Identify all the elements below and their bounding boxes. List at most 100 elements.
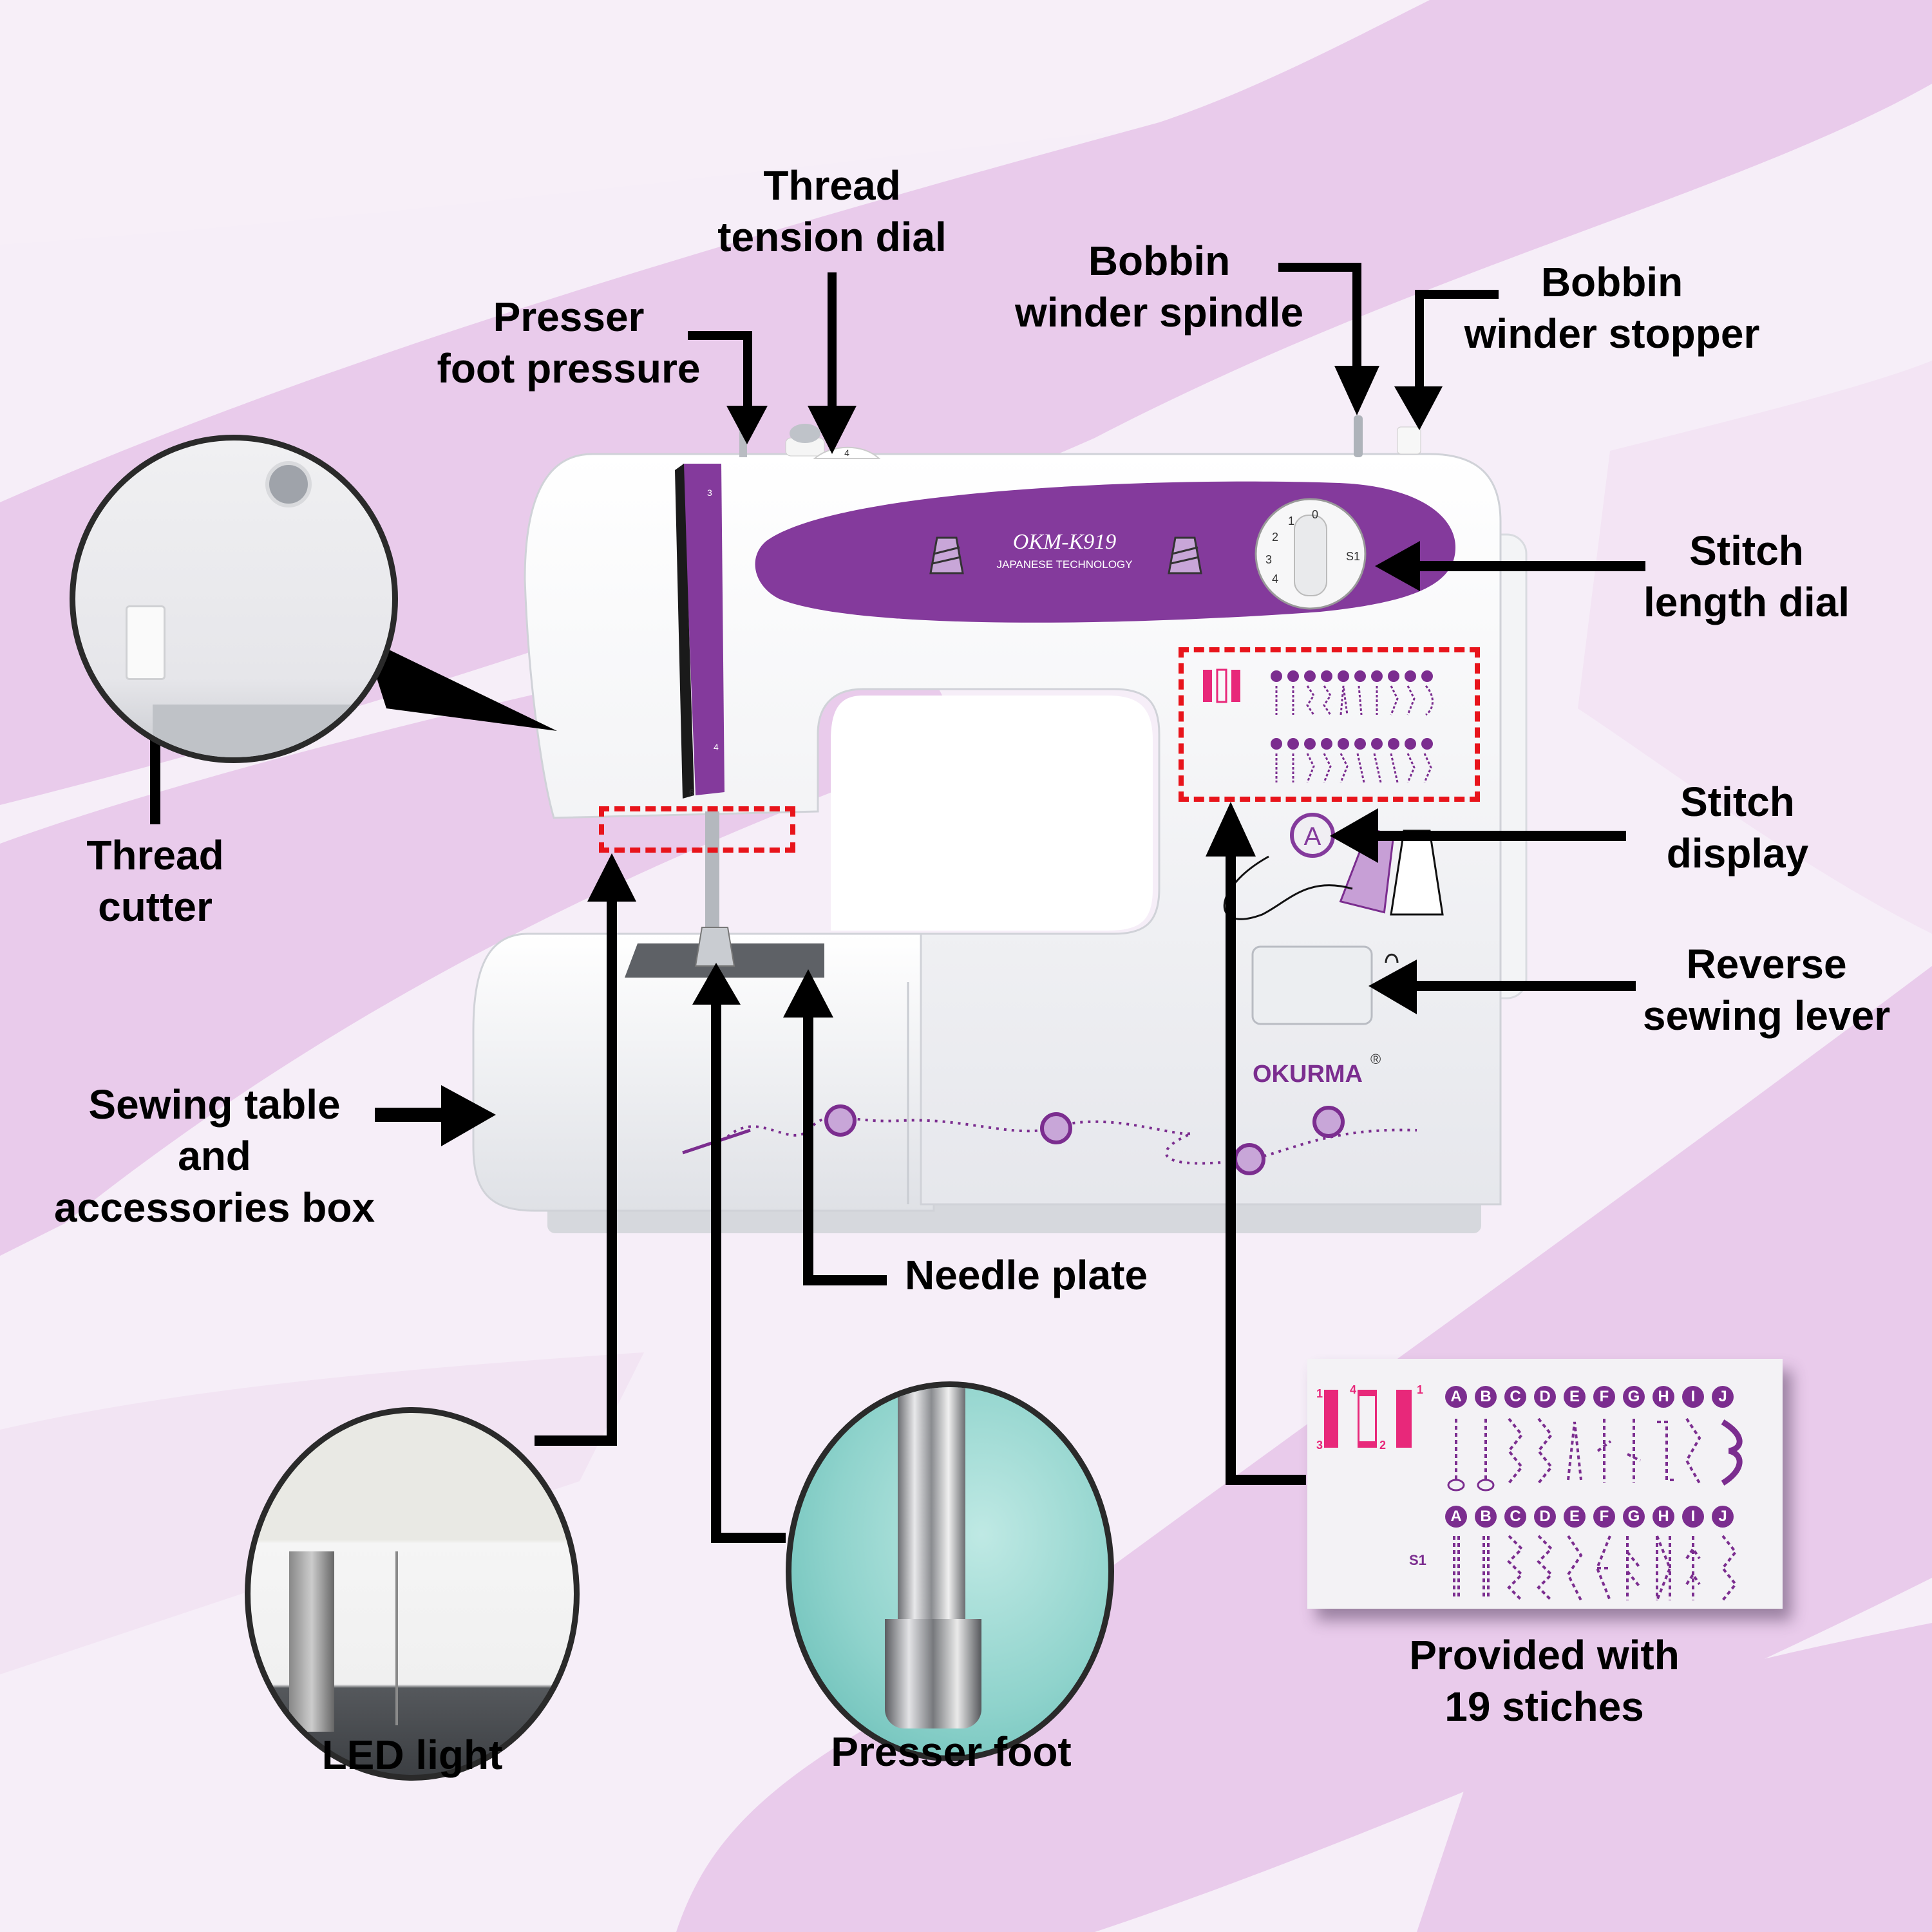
arrow-needle-plate-line	[803, 1275, 887, 1285]
label-line: Sewing table	[88, 1081, 341, 1128]
label-presser-foot-pressure: Presser foot pressure	[408, 291, 730, 394]
label-thread-tension-dial: Thread tension dial	[671, 160, 993, 263]
highlight-box-stitch-chart	[1179, 647, 1480, 802]
dial-mark-3: 3	[1265, 553, 1272, 566]
dial-mark-1: 1	[1288, 515, 1294, 527]
spool-icon-right	[1168, 536, 1202, 574]
label-line: Thread	[86, 832, 224, 878]
stitch-pattern-f2	[1595, 1535, 1611, 1601]
label-presser-foot: Presser foot	[831, 1728, 1072, 1775]
stitch-letter: F	[1593, 1386, 1615, 1408]
arrow-stopper-line	[1415, 290, 1424, 393]
buttonhole-step-1	[1324, 1390, 1338, 1448]
arrow-stitch-display-line	[1368, 831, 1626, 841]
stitch-letter: C	[1504, 1386, 1526, 1408]
stitch-pattern-a2	[1453, 1536, 1460, 1597]
stitch-row-2-patterns	[1453, 1535, 1738, 1602]
dial-mark-4: 4	[1272, 573, 1278, 585]
model-tagline: JAPANESE TECHNOLOGY	[997, 558, 1133, 571]
stitch-letter: I	[1682, 1386, 1704, 1408]
decorative-button	[1040, 1112, 1072, 1144]
arrow-needle-plate-line	[803, 1014, 813, 1285]
stitch-pattern-d2	[1537, 1535, 1553, 1602]
arrow-presser-foot-pressure-line	[688, 331, 752, 340]
stitch-letter: J	[1712, 1386, 1734, 1408]
arrow-spindle-line	[1278, 263, 1359, 272]
label-line: Bobbin	[1540, 259, 1683, 305]
arrow-stitch-chart-head	[1206, 802, 1256, 857]
stitch-letter: F	[1593, 1506, 1615, 1528]
stitch-letter: J	[1712, 1506, 1734, 1528]
buttonhole-number: 1	[1417, 1383, 1424, 1396]
stitch-pattern-d	[1537, 1417, 1553, 1484]
dial-mark-2: 2	[1272, 531, 1278, 544]
label-line: Provided with	[1409, 1632, 1680, 1678]
needle-bar	[705, 811, 719, 940]
arrow-led-line	[535, 1435, 617, 1446]
label-reverse-sewing-lever: Reverse sewing lever	[1605, 938, 1927, 1041]
arrow-led-line	[607, 898, 617, 1446]
bobbin-winder-spindle	[1354, 415, 1363, 457]
stitch-letter: H	[1653, 1506, 1674, 1528]
arrow-presser-foot-pressure-head	[726, 406, 768, 444]
arrow-presser-foot-head	[692, 963, 741, 1005]
label-bobbin-winder-stopper: Bobbin winder stopper	[1451, 256, 1773, 359]
label-line: display	[1666, 830, 1809, 876]
stitch-letter: A	[1445, 1506, 1467, 1528]
arrow-presser-foot-line	[711, 1533, 786, 1543]
stitch-letter: G	[1623, 1386, 1645, 1408]
buttonhole-icons: 1 4 1 3 2	[1316, 1383, 1424, 1455]
label-line: winder spindle	[1014, 289, 1304, 336]
stitch-pattern-c2	[1507, 1535, 1524, 1602]
stitch-pattern-j2	[1721, 1535, 1738, 1602]
label-line: sewing lever	[1642, 992, 1891, 1039]
stitch-letter: C	[1504, 1506, 1526, 1528]
label-line: cutter	[98, 884, 213, 930]
thread-cutter-pointer-wedge	[364, 638, 557, 731]
buttonhole-number: 3	[1316, 1439, 1323, 1452]
label-led-light: LED light	[321, 1732, 503, 1778]
stitch-pattern-h	[1657, 1421, 1676, 1481]
label-bobbin-winder-spindle: Bobbin winder spindle	[998, 235, 1320, 338]
screw-icon	[265, 461, 312, 507]
dial-mark-0: 0	[1312, 508, 1318, 521]
brand-registered-mark: ®	[1370, 1051, 1381, 1067]
arrow-led-head	[587, 853, 636, 902]
throat-opening	[831, 696, 1153, 931]
buttonhole-number: 4	[1350, 1383, 1357, 1396]
stitch-pattern-e	[1567, 1421, 1582, 1481]
guide-mark-6: 6	[689, 787, 694, 797]
label-line: Stitch	[1689, 527, 1804, 574]
label-line: tension dial	[717, 214, 947, 260]
label-line: Thread	[763, 162, 901, 209]
stitch-letter: B	[1475, 1386, 1497, 1408]
arrow-sewing-table-head	[441, 1085, 496, 1146]
label-line: Stitch	[1680, 779, 1795, 825]
spool-pin-cap	[790, 424, 820, 443]
arrow-tension-line	[828, 272, 837, 411]
stitch-pattern-i	[1685, 1417, 1701, 1484]
thread-line	[395, 1551, 398, 1725]
buttonhole-number: 1	[1316, 1387, 1323, 1400]
machine-stitch-chart	[1203, 668, 1434, 783]
stitch-pattern-g2	[1626, 1536, 1642, 1600]
stitch-pattern-f	[1596, 1419, 1612, 1483]
presser-foot-sole	[885, 1619, 981, 1728]
stitch-pattern-i2	[1685, 1536, 1701, 1600]
arrow-presser-foot-line	[711, 1001, 721, 1542]
led-light-detail-photo	[245, 1407, 580, 1781]
stitch-letter: E	[1564, 1506, 1586, 1528]
label-thread-cutter: Thread cutter	[26, 829, 284, 933]
stitch-letter: G	[1623, 1506, 1645, 1528]
arrow-spindle-head	[1334, 366, 1379, 415]
stitch-row-2-prefix: S1	[1409, 1552, 1426, 1568]
label-stitch-display: Stitch display	[1577, 776, 1899, 879]
tension-dial-mark: 4	[844, 448, 849, 458]
buttonhole-number: 2	[1379, 1439, 1387, 1452]
stitch-pattern-e2	[1566, 1535, 1583, 1601]
brush-stroke-upper	[0, 0, 1932, 805]
